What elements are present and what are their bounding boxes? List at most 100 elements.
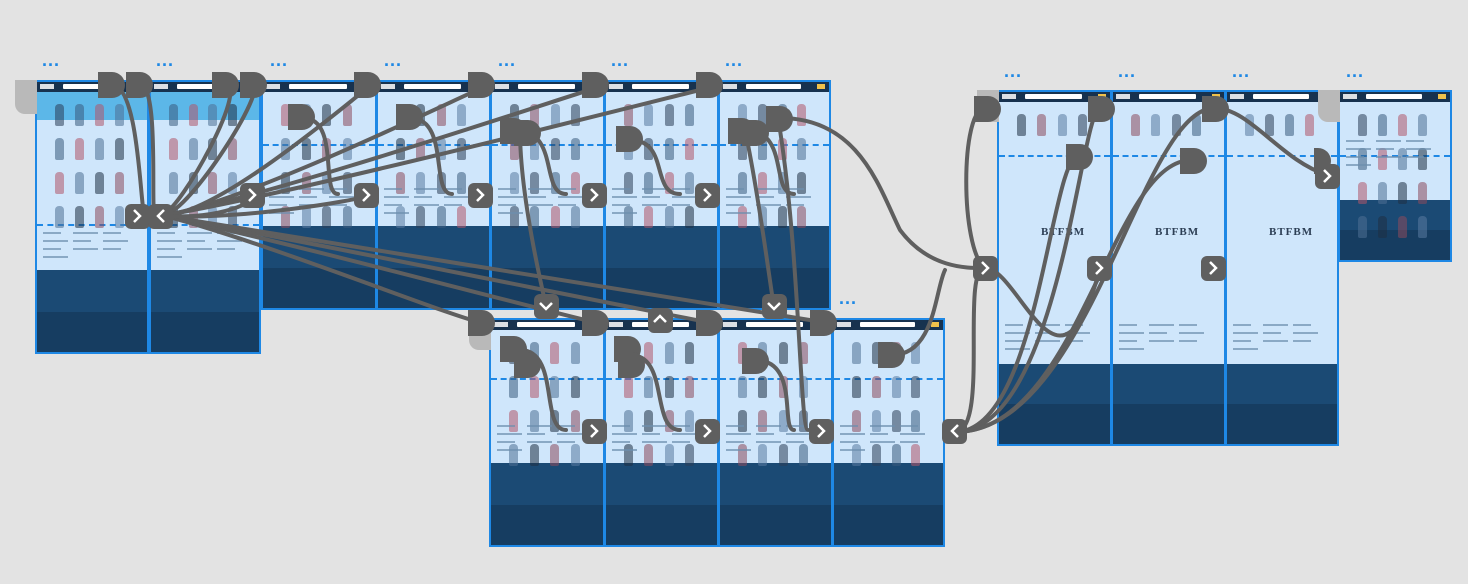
product-thumbnail[interactable] <box>55 172 64 194</box>
chevron-right-icon[interactable] <box>582 183 607 208</box>
product-thumbnail[interactable] <box>530 206 540 228</box>
product-thumbnail[interactable] <box>550 206 560 228</box>
product-thumbnail[interactable] <box>456 206 466 228</box>
product-thumbnail[interactable] <box>227 138 237 160</box>
product-thumbnail[interactable] <box>208 104 217 126</box>
product-thumbnail[interactable] <box>1077 114 1087 136</box>
product-thumbnail[interactable] <box>1378 182 1387 204</box>
product-thumbnail[interactable] <box>911 342 921 364</box>
product-thumbnail[interactable] <box>322 104 331 126</box>
product-thumbnail[interactable] <box>624 410 633 432</box>
product-thumbnail[interactable] <box>738 444 747 466</box>
product-thumbnail[interactable] <box>664 444 674 466</box>
product-thumbnail[interactable] <box>322 206 331 228</box>
product-thumbnail[interactable] <box>757 172 767 194</box>
product-thumbnail[interactable] <box>529 410 539 432</box>
product-thumbnail[interactable] <box>75 138 84 160</box>
chevron-right-icon[interactable] <box>1315 164 1340 189</box>
product-thumbnail[interactable] <box>510 172 519 194</box>
product-thumbnail[interactable] <box>529 444 539 466</box>
product-thumbnail[interactable] <box>342 104 352 126</box>
nav-buttons[interactable] <box>125 164 1340 444</box>
frame-menu-button[interactable]: ... <box>155 50 174 70</box>
back-hotspot-tab[interactable] <box>1318 90 1340 122</box>
product-thumbnail[interactable] <box>510 138 519 160</box>
product-thumbnail[interactable] <box>188 138 198 160</box>
frame-menu-button[interactable]: ... <box>1345 61 1364 81</box>
product-thumbnail[interactable] <box>550 444 559 466</box>
product-thumbnail[interactable] <box>664 172 674 194</box>
product-thumbnail[interactable] <box>416 206 426 228</box>
product-thumbnail[interactable] <box>778 444 788 466</box>
product-thumbnail[interactable] <box>1171 114 1181 136</box>
product-thumbnail[interactable] <box>1191 114 1201 136</box>
product-thumbnail[interactable] <box>509 376 518 398</box>
product-thumbnail[interactable] <box>684 138 694 160</box>
product-thumbnail[interactable] <box>664 206 674 228</box>
product-thumbnail[interactable] <box>169 104 178 126</box>
product-thumbnail[interactable] <box>757 138 767 160</box>
product-thumbnail[interactable] <box>644 104 654 126</box>
chevron-right-icon[interactable] <box>354 183 379 208</box>
product-thumbnail[interactable] <box>342 172 352 194</box>
product-thumbnail[interactable] <box>396 206 405 228</box>
product-thumbnail[interactable] <box>570 206 580 228</box>
product-thumbnail[interactable] <box>664 138 674 160</box>
product-thumbnail[interactable] <box>798 342 808 364</box>
chevron-right-icon[interactable] <box>973 256 998 281</box>
product-thumbnail[interactable] <box>758 444 768 466</box>
product-thumbnail[interactable] <box>624 376 633 398</box>
chevron-up-icon[interactable] <box>648 308 673 333</box>
product-thumbnail[interactable] <box>777 206 787 228</box>
product-thumbnail[interactable] <box>436 206 446 228</box>
chevron-left-icon[interactable] <box>148 204 173 229</box>
product-thumbnail[interactable] <box>115 172 124 194</box>
product-thumbnail[interactable] <box>570 138 580 160</box>
product-thumbnail[interactable] <box>852 444 861 466</box>
product-thumbnail[interactable] <box>342 206 352 228</box>
product-thumbnail[interactable] <box>871 444 881 466</box>
product-thumbnail[interactable] <box>1305 114 1314 136</box>
product-thumbnail[interactable] <box>456 172 466 194</box>
product-thumbnail[interactable] <box>75 104 84 126</box>
product-thumbnail[interactable] <box>738 172 747 194</box>
product-thumbnail[interactable] <box>550 138 560 160</box>
product-thumbnail[interactable] <box>852 376 861 398</box>
chevron-left-icon[interactable] <box>942 419 967 444</box>
product-thumbnail[interactable] <box>664 104 674 126</box>
product-thumbnail[interactable] <box>1398 148 1407 170</box>
product-thumbnail[interactable] <box>684 206 694 228</box>
product-thumbnail[interactable] <box>416 172 426 194</box>
frame-menu-button[interactable]: ... <box>1117 61 1136 81</box>
product-thumbnail[interactable] <box>570 410 580 432</box>
product-thumbnail[interactable] <box>644 376 654 398</box>
product-thumbnail[interactable] <box>891 444 901 466</box>
product-thumbnail[interactable] <box>738 138 747 160</box>
product-thumbnail[interactable] <box>797 172 807 194</box>
frame-home-1[interactable] <box>35 80 149 354</box>
product-thumbnail[interactable] <box>797 138 807 160</box>
product-thumbnail[interactable] <box>664 410 674 432</box>
product-thumbnail[interactable] <box>664 342 674 364</box>
chevron-right-icon[interactable] <box>809 419 834 444</box>
product-thumbnail[interactable] <box>871 342 881 364</box>
product-thumbnail[interactable] <box>169 138 178 160</box>
product-thumbnail[interactable] <box>281 104 290 126</box>
product-thumbnail[interactable] <box>911 376 921 398</box>
product-thumbnail[interactable] <box>75 172 84 194</box>
product-thumbnail[interactable] <box>644 172 654 194</box>
product-thumbnail[interactable] <box>738 104 747 126</box>
product-thumbnail[interactable] <box>55 104 64 126</box>
product-thumbnail[interactable] <box>227 172 237 194</box>
product-thumbnail[interactable] <box>550 376 559 398</box>
product-thumbnail[interactable] <box>1398 114 1407 136</box>
product-thumbnail[interactable] <box>1358 216 1367 238</box>
product-thumbnail[interactable] <box>891 376 901 398</box>
product-thumbnail[interactable] <box>778 410 788 432</box>
product-thumbnail[interactable] <box>55 206 64 228</box>
product-thumbnail[interactable] <box>911 410 921 432</box>
product-thumbnail[interactable] <box>1037 114 1047 136</box>
product-thumbnail[interactable] <box>95 206 104 228</box>
product-thumbnail[interactable] <box>169 172 178 194</box>
product-thumbnail[interactable] <box>570 172 580 194</box>
